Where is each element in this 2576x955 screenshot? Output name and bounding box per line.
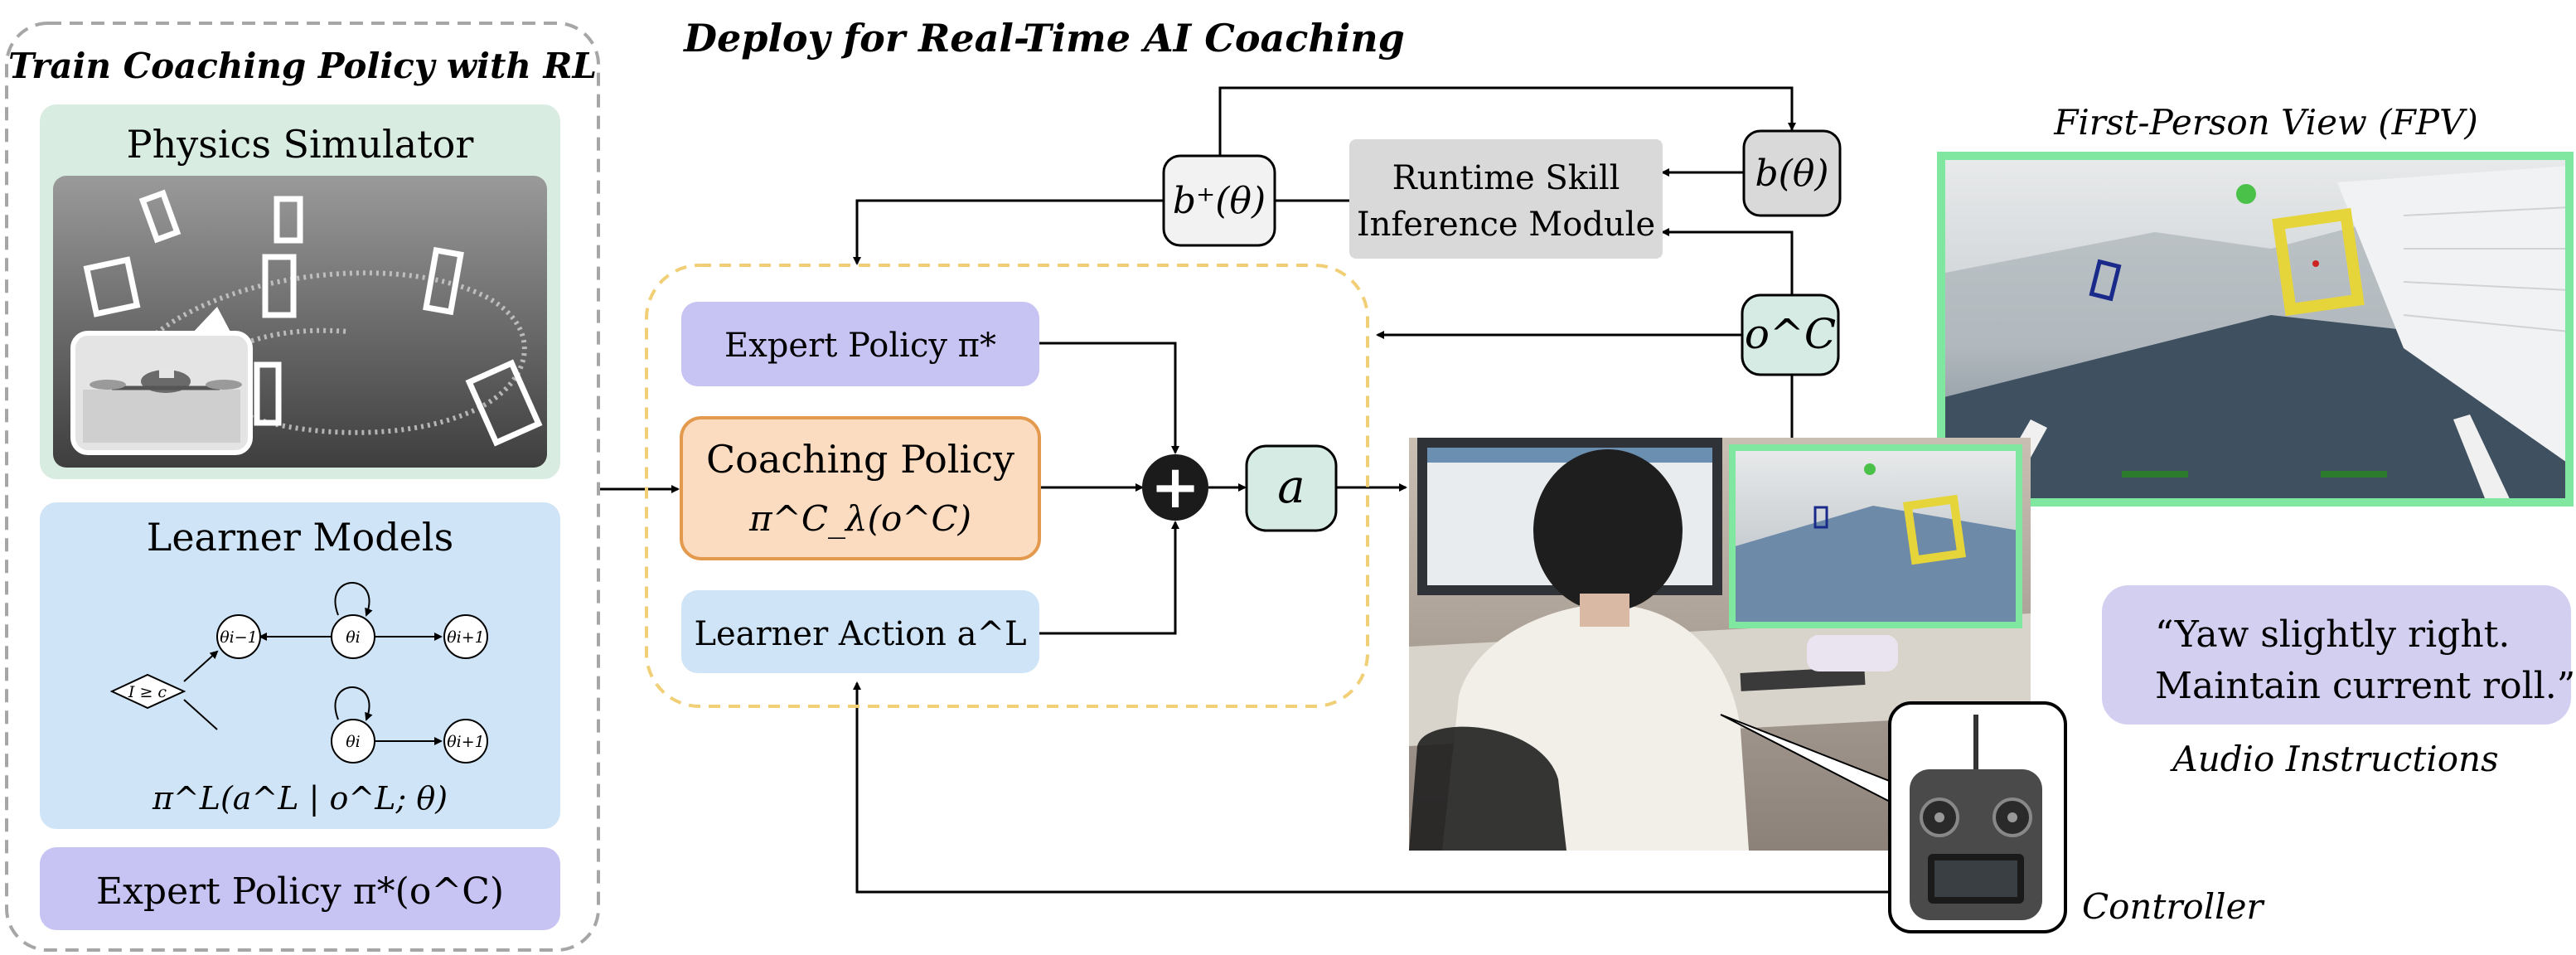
action-box — [1245, 444, 1338, 532]
coaching-policy-box — [680, 416, 1041, 560]
learner-models-title: Learner Models — [147, 515, 453, 560]
sum-node — [1142, 454, 1208, 521]
coaching-policy-formula: π^C_λ(o^C) — [748, 498, 971, 539]
o-c-box — [1741, 293, 1840, 376]
node-theta-next: θi+1 — [447, 628, 485, 647]
learner-graph — [109, 582, 488, 764]
simulator-trajectory — [130, 270, 527, 435]
b-theta-box — [1742, 129, 1842, 217]
simulator-gates — [83, 189, 543, 447]
action-label: a — [1277, 460, 1305, 514]
decision-threshold: I ≥ c — [128, 683, 167, 701]
controller-caption: Controller — [2082, 886, 2265, 927]
drone-inset — [70, 307, 253, 455]
audio-bubble — [2102, 585, 2571, 725]
node-theta-prev: θi−1 — [220, 628, 258, 647]
connectors — [600, 86, 1888, 894]
expert-policy-left-label: Expert Policy π*(o^C) — [96, 870, 504, 913]
b-theta-label: b(θ) — [1755, 153, 1829, 195]
fpv-border — [1937, 152, 2574, 507]
runtime-module-line2: Inference Module — [1357, 206, 1655, 244]
node-theta-cur-2: θi — [346, 733, 361, 751]
fpv-title: First-Person View (FPV) — [2053, 102, 2478, 143]
learner-action-label: Learner Action a^L — [694, 615, 1026, 653]
deploy-title: Deploy for Real-Time AI Coaching — [682, 16, 1405, 61]
photo-fpv-inset — [1729, 444, 2022, 628]
runtime-skill-module — [1349, 139, 1663, 259]
coaching-group-border — [645, 264, 1369, 708]
o-c-label: o^C — [1745, 310, 1836, 358]
sum-node-plus: + — [1150, 451, 1200, 521]
physics-simulator-title: Physics Simulator — [127, 122, 474, 167]
learner-action-box — [681, 590, 1039, 673]
node-theta-cur: θi — [346, 628, 361, 647]
expert-policy-card-left — [40, 847, 560, 930]
controller-icon — [1910, 715, 2042, 920]
expert-policy-box — [681, 302, 1039, 386]
b-plus-label: b⁺(θ) — [1173, 180, 1266, 222]
fpv-view — [1941, 156, 2570, 502]
audio-quote-line1: “Yaw slightly right. — [2155, 613, 2510, 656]
audio-caption: Audio Instructions — [2169, 739, 2498, 779]
node-theta-next-2: θi+1 — [447, 733, 485, 751]
coaching-policy-title: Coaching Policy — [706, 437, 1014, 482]
learner-models-card — [40, 502, 560, 829]
expert-policy-label: Expert Policy π* — [724, 327, 996, 365]
learner-policy-formula: π^L(a^L | o^L; θ) — [152, 780, 448, 817]
train-panel-title: Train Coaching Policy with RL — [8, 46, 597, 86]
runtime-module-line1: Runtime Skill — [1392, 159, 1620, 197]
train-panel-border — [5, 22, 600, 952]
audio-quote-line2: Maintain current roll.” — [2155, 665, 2575, 707]
b-plus-box — [1162, 154, 1276, 247]
